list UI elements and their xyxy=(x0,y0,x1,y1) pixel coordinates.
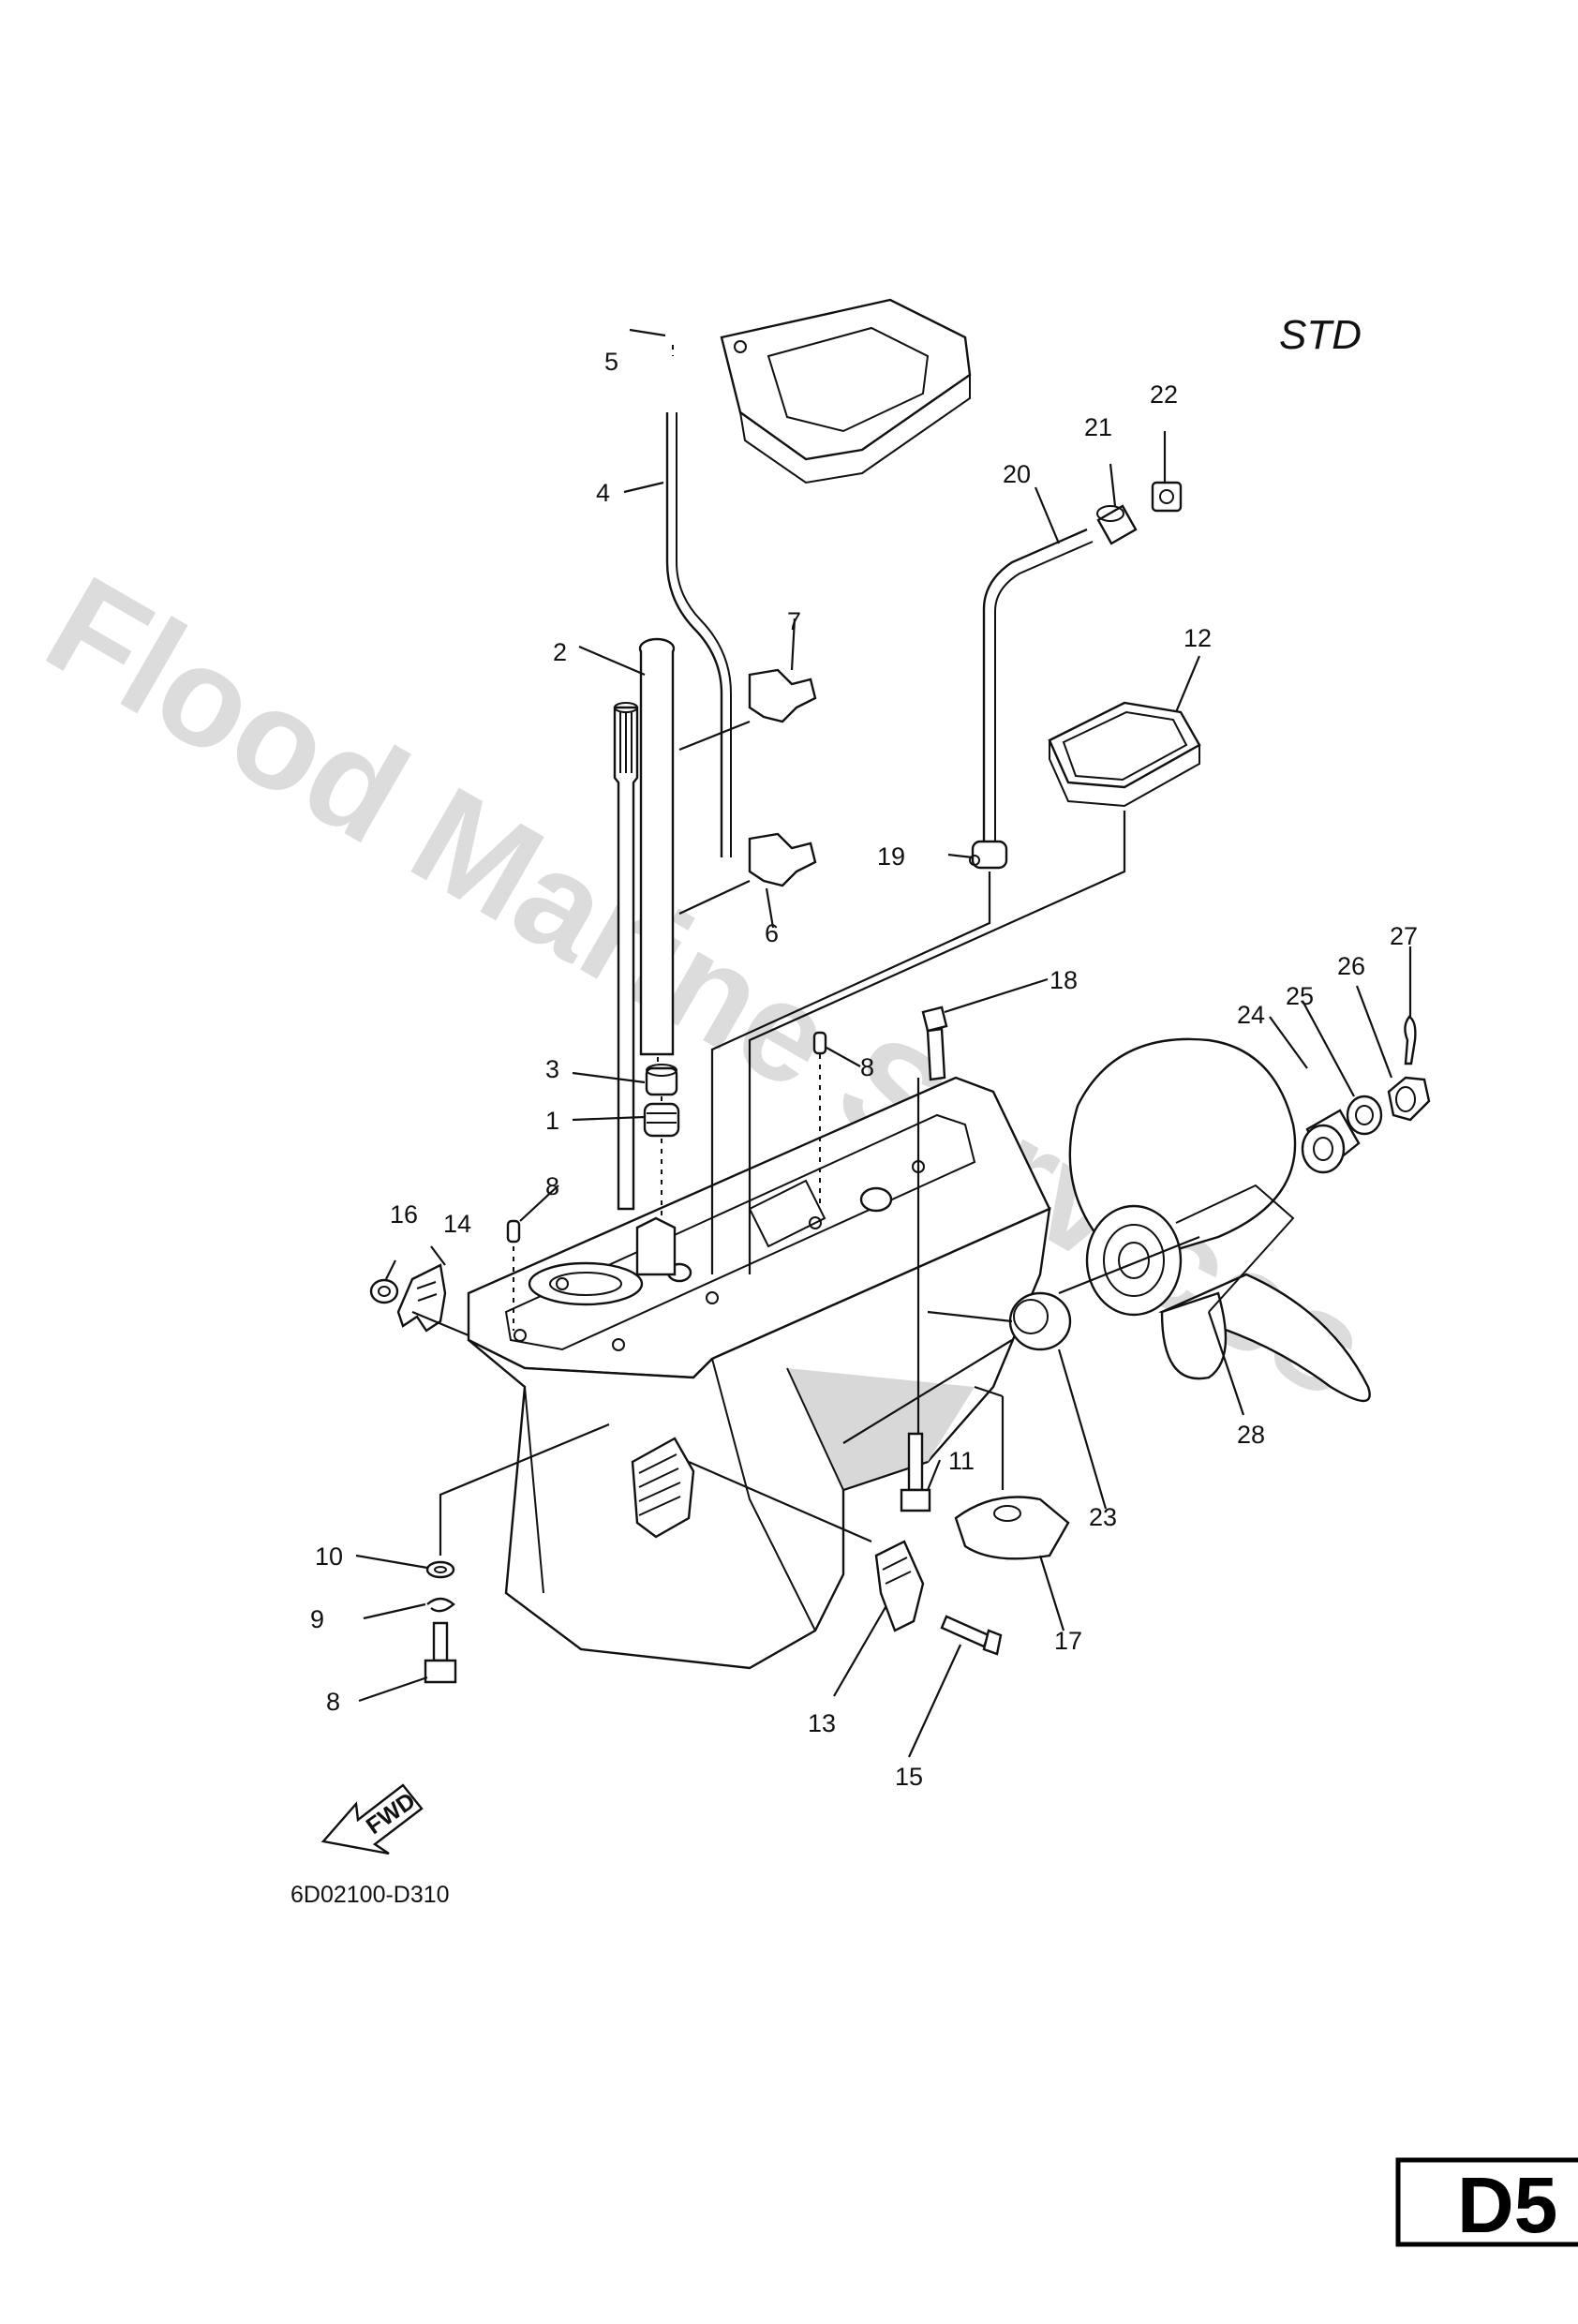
callout-numbers: 5 4 2 7 6 3 1 8 8 18 19 20 21 22 12 16 1… xyxy=(310,348,1418,1791)
callout-21: 20 xyxy=(1003,460,1031,488)
page-code: D5 xyxy=(1457,2161,1557,2249)
bolt-9-part xyxy=(424,1621,457,1684)
callout-27: 26 xyxy=(1337,952,1365,980)
dowel-8-top-part xyxy=(812,1031,827,1055)
callout-12: 11 xyxy=(948,1447,975,1475)
washer-26-part xyxy=(1346,1095,1383,1136)
callout-3: 3 xyxy=(545,1055,559,1083)
callout-7: 7 xyxy=(787,607,801,635)
callout-22: 21 xyxy=(1084,413,1112,441)
clamp-7-part xyxy=(748,668,817,723)
sleeve-22-part xyxy=(1096,504,1138,545)
tube-2-part xyxy=(638,637,676,1056)
callout-23: 22 xyxy=(1150,380,1178,409)
callout-9: 8 xyxy=(326,1688,340,1716)
tube-4-part xyxy=(665,412,723,857)
page-code-box: D5 xyxy=(1395,2157,1578,2249)
anode-18-part xyxy=(954,1496,1070,1560)
callout-15: 14 xyxy=(443,1210,471,1238)
callout-4: 4 xyxy=(596,479,610,507)
grommet-20-part xyxy=(969,840,1008,870)
callout-28: 27 xyxy=(1390,922,1418,950)
callout-14: 13 xyxy=(808,1709,836,1737)
trim-tab-15-part xyxy=(396,1263,447,1333)
tube-21-part xyxy=(982,528,1088,848)
drawing-reference: 6D02100-D310 xyxy=(290,1882,450,1908)
callout-8-left: 8 xyxy=(545,1172,559,1200)
nut-17-part xyxy=(369,1278,399,1304)
callout-24: 23 xyxy=(1089,1503,1117,1531)
callout-13: 12 xyxy=(1184,624,1212,652)
cotter-pin-28-part xyxy=(1404,1015,1417,1065)
upper-plate-part xyxy=(720,298,972,484)
bolt-19-part xyxy=(921,1006,948,1081)
fwd-arrow-icon: FWD xyxy=(320,1783,424,1855)
leader-lines xyxy=(355,328,1412,1758)
callout-16: 15 xyxy=(895,1763,923,1791)
callout-11: 10 xyxy=(315,1542,343,1571)
seal-1-part xyxy=(643,1102,680,1138)
spacer-25-part xyxy=(1301,1109,1361,1174)
nut-27-part xyxy=(1387,1076,1431,1122)
callout-25: 24 xyxy=(1237,1001,1265,1029)
drive-shaft-part xyxy=(613,702,639,1211)
grommet-3-part xyxy=(645,1064,678,1096)
dowel-8-left-part xyxy=(506,1219,521,1244)
bush-24-part xyxy=(1008,1291,1072,1351)
callout-20: 19 xyxy=(877,842,905,871)
bolt-16-part xyxy=(940,1615,1003,1656)
callout-10: 9 xyxy=(310,1605,324,1633)
gasket-13-part xyxy=(1048,701,1201,808)
callout-26: 25 xyxy=(1286,982,1314,1010)
variant-label: STD xyxy=(1279,312,1362,358)
clip-23-part xyxy=(1151,481,1183,513)
lower-housing-part xyxy=(467,1076,1051,1670)
callout-8-top: 8 xyxy=(860,1053,874,1081)
callout-2: 2 xyxy=(553,638,567,666)
callout-29: 28 xyxy=(1237,1421,1265,1449)
washer-11-part xyxy=(425,1560,455,1579)
callout-5: 5 xyxy=(604,348,618,376)
lock-washer-10-part xyxy=(426,1597,455,1613)
callout-18: 17 xyxy=(1054,1627,1082,1655)
callout-19: 18 xyxy=(1050,966,1078,994)
callout-17: 16 xyxy=(390,1200,418,1229)
callout-1: 1 xyxy=(545,1107,559,1135)
propeller-29-part xyxy=(1068,1037,1371,1403)
bolt-12-part xyxy=(900,1432,931,1512)
trim-tab-14-part xyxy=(874,1540,925,1632)
clamp-6-part xyxy=(748,832,817,887)
callout-6: 6 xyxy=(765,919,779,947)
